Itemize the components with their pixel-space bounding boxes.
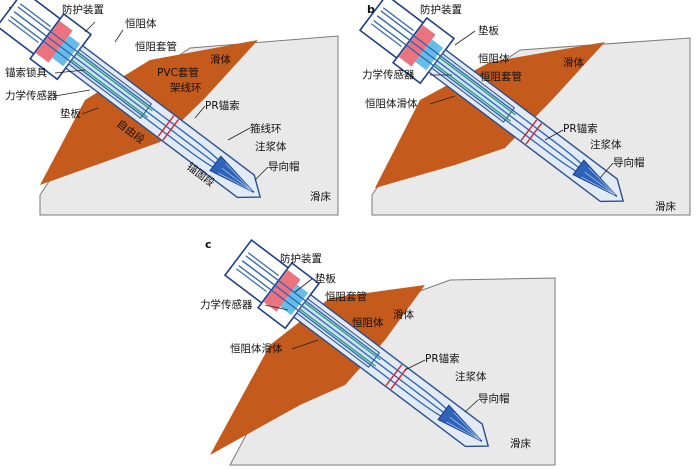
panel-a-label-sensor: 力学传感器 xyxy=(5,89,58,102)
panel-b-label-guide-cap: 导向帽 xyxy=(613,156,645,169)
panel-b-label-constant-sleeve: 恒阻套管 xyxy=(480,70,522,83)
panel-c-label-pad: 垫板 xyxy=(315,272,336,285)
panel-a-label-grout: 注浆体 xyxy=(255,140,287,153)
panel-b: b 防护装置 垫板 恒阻体 滑体 力学传感器 恒阻套管 恒阻体滑体 PR锚索 注… xyxy=(355,0,691,225)
panel-b-label-sensor: 力学传感器 xyxy=(362,68,415,81)
panel-a-label-pr-cable: PR锚索 xyxy=(205,99,240,112)
panel-a-label-pad: 垫板 xyxy=(60,107,81,120)
panel-a: a 防护装置 恒阻体 恒阻套管 PVC套管 锚索锁具 滑体 力学传感器 架线环 … xyxy=(0,0,339,221)
panel-c-label-guide-cap: 导向帽 xyxy=(478,392,510,405)
panel-c-label-sensor: 力学传感器 xyxy=(200,298,253,311)
panel-c-label-grout: 注浆体 xyxy=(455,370,487,383)
panel-c-label-protect: 防护装置 xyxy=(280,252,322,265)
panel-a-label-protect: 防护装置 xyxy=(62,3,104,16)
panel-a-label-binding-ring: 箍线环 xyxy=(250,122,282,135)
panel-b-label-pad: 垫板 xyxy=(478,24,499,37)
panel-a-label-pvc-sleeve: PVC套管 xyxy=(157,66,199,79)
panel-c-label-slide: 滑体 xyxy=(393,309,414,321)
panel-b-tag: b xyxy=(367,3,375,16)
panel-c: c 防护装置 垫板 力学传感器 恒阻套管 恒阻体 滑体 恒阻体滑体 PR锚索 注… xyxy=(200,234,556,469)
panel-c-label-constant-sleeve: 恒阻套管 xyxy=(325,290,367,303)
panel-b-label-constant-slip: 恒阻体滑体 xyxy=(365,97,418,110)
panel-c-slide-body xyxy=(210,285,425,455)
panel-b-label-constant-body: 恒阻体 xyxy=(478,52,510,65)
panel-a-label-slide: 滑体 xyxy=(210,54,231,66)
panel-c-tag: c xyxy=(205,238,212,251)
panel-a-label-anchor-lock: 锚索锁具 xyxy=(5,66,47,79)
panel-a-label-bed: 滑床 xyxy=(310,190,331,203)
panel-b-label-slide: 滑体 xyxy=(563,57,584,69)
panel-a-label-constant-body: 恒阻体 xyxy=(125,17,157,30)
panel-c-label-bed: 滑床 xyxy=(510,437,531,450)
panel-c-label-constant-slip: 恒阻体滑体 xyxy=(230,342,283,355)
panel-c-label-pr-cable: PR锚索 xyxy=(425,352,460,365)
panel-a-label-spacer-ring: 架线环 xyxy=(170,81,202,94)
panel-a-label-constant-sleeve: 恒阻套管 xyxy=(135,40,177,53)
panel-a-label-guide-cap: 导向帽 xyxy=(268,160,300,173)
panel-c-label-constant-body: 恒阻体 xyxy=(352,316,384,329)
panel-b-label-grout: 注浆体 xyxy=(590,138,622,151)
panel-b-label-pr-cable: PR锚索 xyxy=(563,122,598,135)
panel-b-label-protect: 防护装置 xyxy=(420,3,462,16)
panel-b-label-bed: 滑床 xyxy=(655,200,676,213)
